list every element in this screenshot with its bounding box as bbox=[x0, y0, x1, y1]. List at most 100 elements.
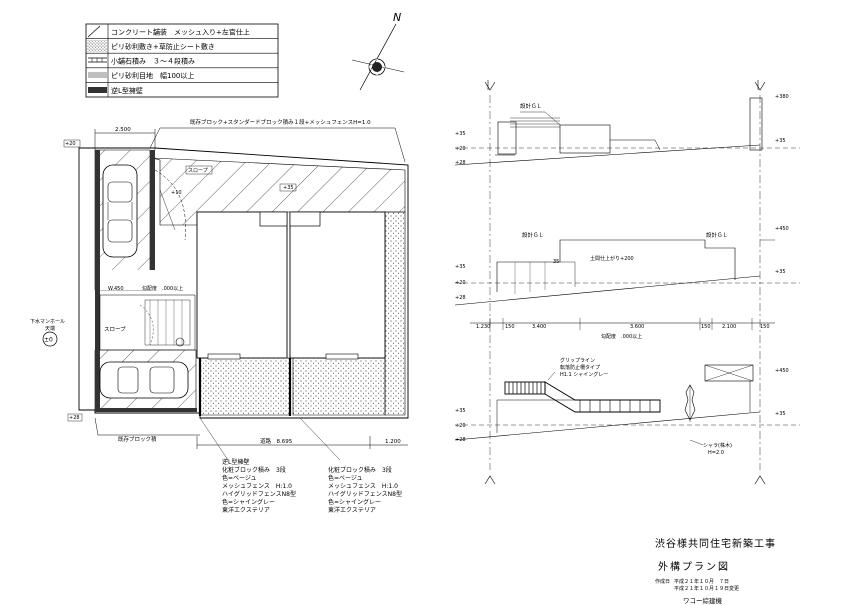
e2-note: 土間仕上がり+200 bbox=[590, 255, 634, 262]
e1-tag-c: +28 bbox=[455, 160, 466, 166]
site-plan: 2.500 既存ブロック+スタンダードブロック積み１段+メッシュフェンスH=1.… bbox=[30, 118, 409, 461]
plan-tag-center: +35 bbox=[283, 185, 294, 191]
note-left: 逆L型擁壁 化粧ブロック積み 3段 色=ベージュ メッシュフェンス H:1.0 … bbox=[222, 459, 332, 515]
plan-tag-slope: +10 bbox=[171, 190, 182, 196]
elevation-2: 設計ＧＬ 設計ＧＬ 土間仕上がり+200 35 +35 +20 +28 +450… bbox=[454, 226, 800, 340]
dim-7: 150 bbox=[760, 324, 770, 330]
note-left-line: 色=ベージュ bbox=[222, 475, 257, 482]
e2-label-left: 設計ＧＬ bbox=[522, 231, 544, 239]
legend-ladder-icon bbox=[88, 57, 107, 63]
elevation-3: グリップライン 転落防止柵タイプ H1.1 シャイングレー シャラ(株木) H=… bbox=[454, 357, 800, 456]
plan-level-note: W.450 bbox=[108, 286, 124, 292]
date-2: 平成２１年１０月１９日変更 bbox=[674, 586, 740, 592]
stair-area bbox=[99, 294, 196, 351]
date-label: 作成日 bbox=[655, 579, 671, 585]
note-left-line: ハイグリッドフェンスN8型 bbox=[222, 491, 296, 498]
legend-label-1: コンクリート舗装 メッシュ入り+左官仕上 bbox=[111, 28, 250, 37]
legend-hatch-icon bbox=[87, 25, 101, 38]
plan-dim-bottom-main: 道路 8.695 bbox=[260, 437, 293, 445]
north-letter: N bbox=[393, 11, 401, 24]
dim-4: 3.600 bbox=[630, 324, 644, 330]
note-left-line: 化粧ブロック積み 3段 bbox=[222, 467, 286, 474]
e3-note1: グリップライン bbox=[560, 357, 595, 364]
note-left-line: 東洋エクステリア bbox=[222, 507, 270, 514]
e1-label: 設計ＧＬ bbox=[520, 102, 542, 110]
e2-slope: 35 bbox=[553, 259, 559, 265]
e2-tag-c: +28 bbox=[455, 295, 466, 301]
e3-tag-b: +20 bbox=[455, 423, 466, 429]
building-left bbox=[196, 211, 288, 359]
elevation-1: 設計ＧＬ +35 +20 +28 +380 +35 bbox=[454, 94, 800, 166]
car-upper-icon bbox=[102, 164, 138, 258]
section-mark-icon bbox=[754, 80, 766, 91]
drawing-title: 外構プラン図 bbox=[658, 562, 730, 573]
e3-note2: 転落防止柵タイプ bbox=[560, 364, 600, 371]
e3-tag-c: +28 bbox=[455, 437, 466, 443]
dim-2: 150 bbox=[505, 324, 515, 330]
plan-dim-bottom-right: 1.200 bbox=[385, 439, 401, 445]
note-right-line: 東洋エクステリア bbox=[328, 507, 376, 514]
car-lower-icon bbox=[99, 361, 189, 399]
manhole-icon bbox=[42, 331, 58, 347]
plan-manhole-label: 下水マンホール bbox=[30, 318, 65, 325]
note-right-line: 色=シャイングレー bbox=[328, 499, 382, 506]
e2-tag-a: +35 bbox=[455, 264, 466, 270]
gravel-bottom-left bbox=[199, 357, 291, 416]
e3-note3: H1.1 シャイングレー bbox=[560, 371, 608, 378]
e2-tag-e: +35 bbox=[775, 269, 786, 275]
dim-1: 1.230 bbox=[476, 324, 490, 330]
legend-dots-icon bbox=[87, 40, 107, 52]
e2-label-right: 設計ＧＬ bbox=[706, 231, 728, 239]
gravel-bottom-right bbox=[292, 357, 386, 416]
legend-label-3: 小舗石積み ３～４段積み bbox=[111, 57, 195, 66]
plan-existing-block-bottom: 既存ブロック積 bbox=[118, 435, 157, 443]
north-arrow-icon: N bbox=[351, 11, 405, 91]
plan-slope-upper: スロープ bbox=[188, 168, 208, 174]
note-right-line: 化粧ブロック積み 3段 bbox=[328, 467, 392, 474]
plan-dim-top: 2.500 bbox=[115, 127, 131, 133]
legend-stripe-icon bbox=[88, 72, 107, 78]
note-right-line: ハイグリッドフェンスN8型 bbox=[328, 491, 402, 498]
e3-note5: H=2.0 bbox=[708, 450, 724, 456]
tree-icon bbox=[684, 384, 696, 422]
legend-label-5: 逆L型擁壁 bbox=[111, 86, 143, 95]
note-left-line: 色=シャイングレー bbox=[222, 499, 276, 506]
retaining-wall-mid bbox=[150, 150, 155, 275]
plan-tag-top-left: +20 bbox=[65, 141, 76, 147]
date-1: 平成２１年１０月 ７日 bbox=[674, 579, 730, 585]
e1-tag-e: +35 bbox=[775, 138, 786, 144]
e1-tag-a: +35 bbox=[455, 131, 466, 137]
plan-manhole-sub: 天端 bbox=[45, 325, 55, 332]
e2-tag-b: +20 bbox=[455, 280, 466, 286]
note-right-line: 色=ベージュ bbox=[328, 475, 363, 482]
e1-tag-b: +20 bbox=[455, 146, 466, 152]
note-left-line: 逆L型擁壁 bbox=[222, 459, 250, 466]
dim-6: 2.100 bbox=[722, 324, 736, 330]
retaining-wall-bottom bbox=[95, 408, 197, 412]
dim-5: 150 bbox=[701, 324, 711, 330]
gravel-right bbox=[384, 211, 406, 416]
section-mark-icon bbox=[754, 475, 766, 485]
legend-label-4: ピリ砂利目地 幅100以上 bbox=[111, 71, 194, 80]
e3-note4: シャラ(株木) bbox=[703, 442, 732, 449]
note-right: 化粧ブロック積み 3段 色=ベージュ メッシュフェンス H:1.0 ハイグリッド… bbox=[328, 467, 438, 515]
legend-solid-icon bbox=[88, 87, 107, 93]
e3-tag-d: +450 bbox=[775, 368, 789, 374]
plan-manhole-value: ±0 bbox=[44, 337, 53, 344]
e3-tag-e: +35 bbox=[775, 411, 786, 417]
plan-existing-block-top: 既存ブロック+スタンダードブロック積み１段+メッシュフェンスH=1.0 bbox=[190, 118, 371, 126]
retaining-wall-left bbox=[95, 150, 100, 412]
note-right-line: メッシュフェンス H:1.0 bbox=[328, 483, 398, 490]
dim-note: 勾配度 .000以上 bbox=[601, 333, 642, 340]
elevations: 設計ＧＬ +35 +20 +28 +380 +35 設計ＧＬ 設計ＧＬ 土間仕上… bbox=[454, 80, 800, 485]
building-right bbox=[289, 211, 386, 359]
project-title: 渋谷様共同住宅新築工事 bbox=[655, 539, 776, 550]
section-mark-icon bbox=[484, 475, 496, 485]
plan-level-note2: 勾配度 .000以上 bbox=[142, 285, 183, 292]
plan-slope-lower: スロープ bbox=[104, 326, 126, 333]
plan-tag-bottom-left: +28 bbox=[69, 415, 80, 421]
e2-tag-d: +450 bbox=[775, 226, 789, 232]
e3-tag-a: +35 bbox=[455, 408, 466, 414]
legend-label-2: ピリ砂利敷き+草防止シート敷き bbox=[111, 42, 215, 51]
